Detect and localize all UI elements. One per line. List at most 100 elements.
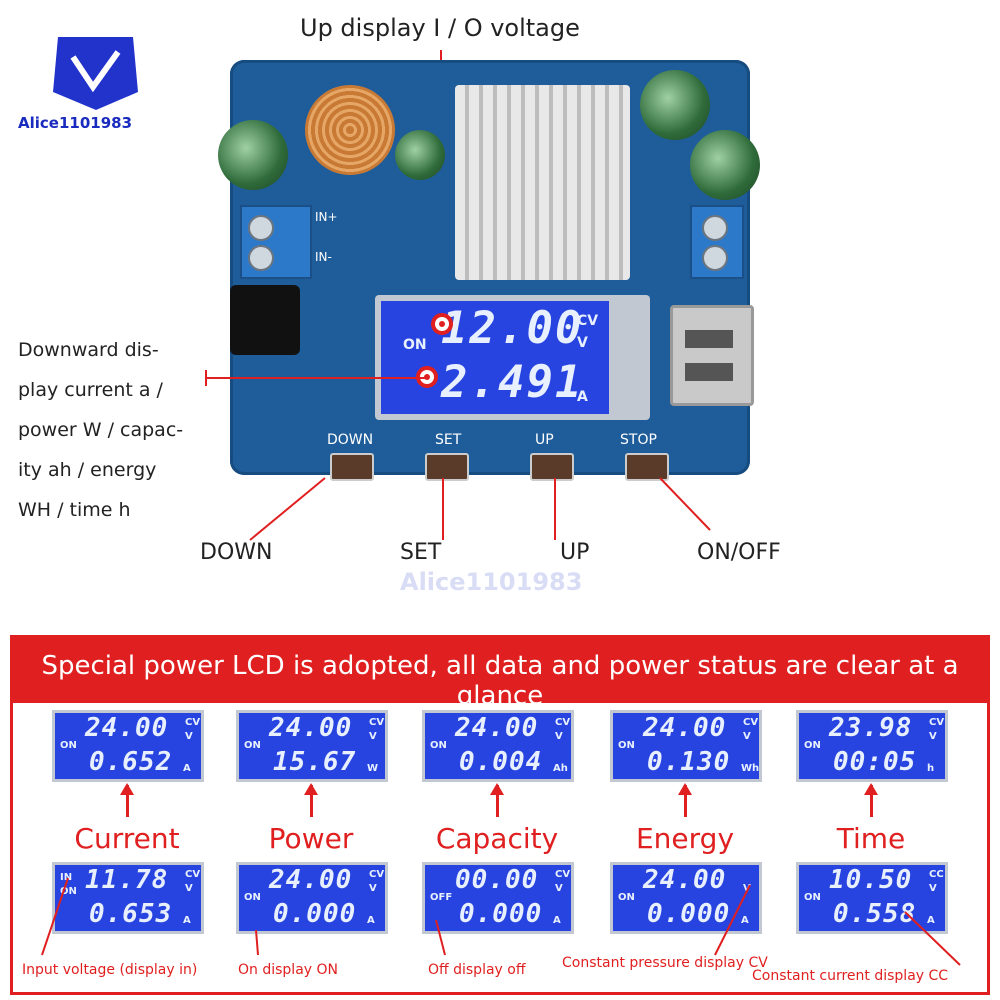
stop-button[interactable] bbox=[625, 453, 669, 481]
banner-text: Special power LCD is adopted, all data a… bbox=[41, 651, 959, 711]
mini-lcd-line1: 23.98 bbox=[829, 713, 913, 743]
board-button-label-set: SET bbox=[435, 432, 462, 448]
down-button[interactable] bbox=[330, 453, 374, 481]
mini-lcd-unit2: A bbox=[741, 915, 749, 926]
mini-lcd-unit1a: CV bbox=[369, 717, 385, 728]
left-label-line: play current a / bbox=[18, 379, 163, 401]
lcd-line2: 2.491 bbox=[441, 357, 584, 408]
mini-lcd-line2: 0.558 bbox=[833, 899, 917, 929]
arrow-up-icon bbox=[304, 783, 318, 817]
mini-lcd-line2: 00:05 bbox=[833, 747, 917, 777]
caption-label: Constant current display CC bbox=[752, 968, 949, 984]
mini-lcd-line1: 24.00 bbox=[643, 713, 727, 743]
board-button-label-down: DOWN bbox=[327, 432, 374, 448]
inductor-coil bbox=[305, 85, 395, 175]
arrow-up-icon bbox=[678, 783, 692, 817]
lcd-line1: 12.00 bbox=[441, 303, 584, 354]
logo-text: Alice1101983 bbox=[18, 114, 133, 132]
mini-lcd-unit1a: CV bbox=[555, 717, 571, 728]
mini-lcd-unit1b: V bbox=[555, 883, 563, 894]
lcd-unit-a: A bbox=[577, 389, 588, 405]
mini-lcd-unit2: A bbox=[183, 763, 191, 774]
category-label: Time bbox=[836, 822, 906, 855]
mini-lcd-unit1b: V bbox=[369, 731, 377, 742]
mini-lcd-unit1b: V bbox=[185, 731, 193, 742]
mini-lcd-line2: 15.67 bbox=[273, 747, 357, 777]
up-button[interactable] bbox=[530, 453, 574, 481]
mini-lcd-line1: 24.00 bbox=[269, 713, 353, 743]
category-label: Capacity bbox=[435, 822, 559, 855]
mini-lcd-unit1a: CV bbox=[743, 717, 759, 728]
left-label-line: Downward dis- bbox=[18, 339, 159, 361]
caption-label: Constant pressure display CV bbox=[562, 955, 768, 971]
mini-lcd-unit1b: V bbox=[929, 883, 937, 894]
main-lcd-screen: ON 12.00 CV V 2.491 A bbox=[381, 301, 609, 414]
mini-lcd-line1: 24.00 bbox=[269, 865, 353, 895]
left-label: Downward dis- play current a / power W /… bbox=[18, 330, 183, 530]
mini-lcd-state: OFF bbox=[430, 892, 453, 903]
mini-lcd-state: ON bbox=[804, 892, 821, 903]
circuit-board: IN+ IN- ON 12.00 CV V 2.491 A DOWN SET U… bbox=[218, 60, 760, 481]
callout-down: DOWN bbox=[200, 540, 273, 565]
mini-lcd-unit2: W bbox=[367, 763, 379, 774]
left-pointer-tick bbox=[205, 370, 207, 386]
lcd-state: ON bbox=[403, 337, 427, 353]
mini-lcd-unit1a: CV bbox=[185, 717, 201, 728]
mini-lcd-unit1a: CC bbox=[929, 869, 944, 880]
callout-lines bbox=[249, 477, 711, 541]
category-label: Power bbox=[268, 822, 354, 855]
left-pointer-line bbox=[205, 377, 425, 379]
board-button-label-stop: STOP bbox=[620, 432, 657, 448]
mini-lcd-unit1b: V bbox=[369, 883, 377, 894]
left-label-line: power W / capac- bbox=[18, 419, 184, 441]
mini-lcd-state: ON bbox=[618, 740, 635, 751]
mini-lcd-line1: 11.78 bbox=[85, 865, 169, 895]
mini-lcd-state: ON bbox=[244, 892, 261, 903]
mini-lcd-line2: 0.653 bbox=[89, 899, 173, 929]
mini-lcd-state: ON bbox=[60, 740, 77, 751]
dc-jack bbox=[230, 285, 300, 355]
terminal-label-in-plus: IN+ bbox=[315, 210, 338, 224]
mini-lcd-unit2: Ah bbox=[553, 763, 568, 774]
mini-lcd-state: ON bbox=[430, 740, 447, 751]
usb-port bbox=[670, 305, 754, 406]
mini-lcd-line1: 10.50 bbox=[829, 865, 913, 895]
lcd-unit-v: V bbox=[577, 335, 588, 351]
capacitor bbox=[395, 130, 445, 180]
mini-lcd-line2: 0.130 bbox=[647, 747, 731, 777]
mini-lcd-state: ON bbox=[244, 740, 261, 751]
mini-lcd-unit2: Wh bbox=[741, 763, 760, 774]
capacitor bbox=[640, 70, 710, 140]
mini-lcd-line2: 0.004 bbox=[459, 747, 543, 777]
set-button[interactable] bbox=[425, 453, 469, 481]
logo-shield-icon bbox=[53, 37, 138, 110]
terminal-label-in-minus: IN- bbox=[315, 250, 332, 264]
mini-lcd-unit1a: CV bbox=[929, 717, 945, 728]
mini-lcd-unit1a: CV bbox=[555, 869, 571, 880]
mini-lcd-line2: 0.000 bbox=[273, 899, 357, 929]
banner: Special power LCD is adopted, all data a… bbox=[10, 635, 990, 711]
callout-set: SET bbox=[400, 540, 442, 565]
mini-lcd-unit1b: V bbox=[743, 731, 751, 742]
capacitor bbox=[218, 120, 288, 190]
arrow-up-icon bbox=[864, 783, 878, 817]
mini-lcd-line1: 24.00 bbox=[643, 865, 727, 895]
caption-label: Off display off bbox=[428, 962, 526, 978]
category-label: Energy bbox=[635, 822, 735, 855]
mini-lcd-state: ON bbox=[804, 740, 821, 751]
mini-lcd-unit1a: CV bbox=[369, 869, 385, 880]
mini-lcd-unit2: A bbox=[553, 915, 561, 926]
mini-lcd-line2: 0.000 bbox=[647, 899, 731, 929]
left-label-line: ity ah / energy bbox=[18, 459, 157, 481]
pointer-dot-upper bbox=[431, 313, 453, 335]
mini-lcd-unit2: A bbox=[183, 915, 191, 926]
mini-lcd-line1: 24.00 bbox=[455, 713, 539, 743]
